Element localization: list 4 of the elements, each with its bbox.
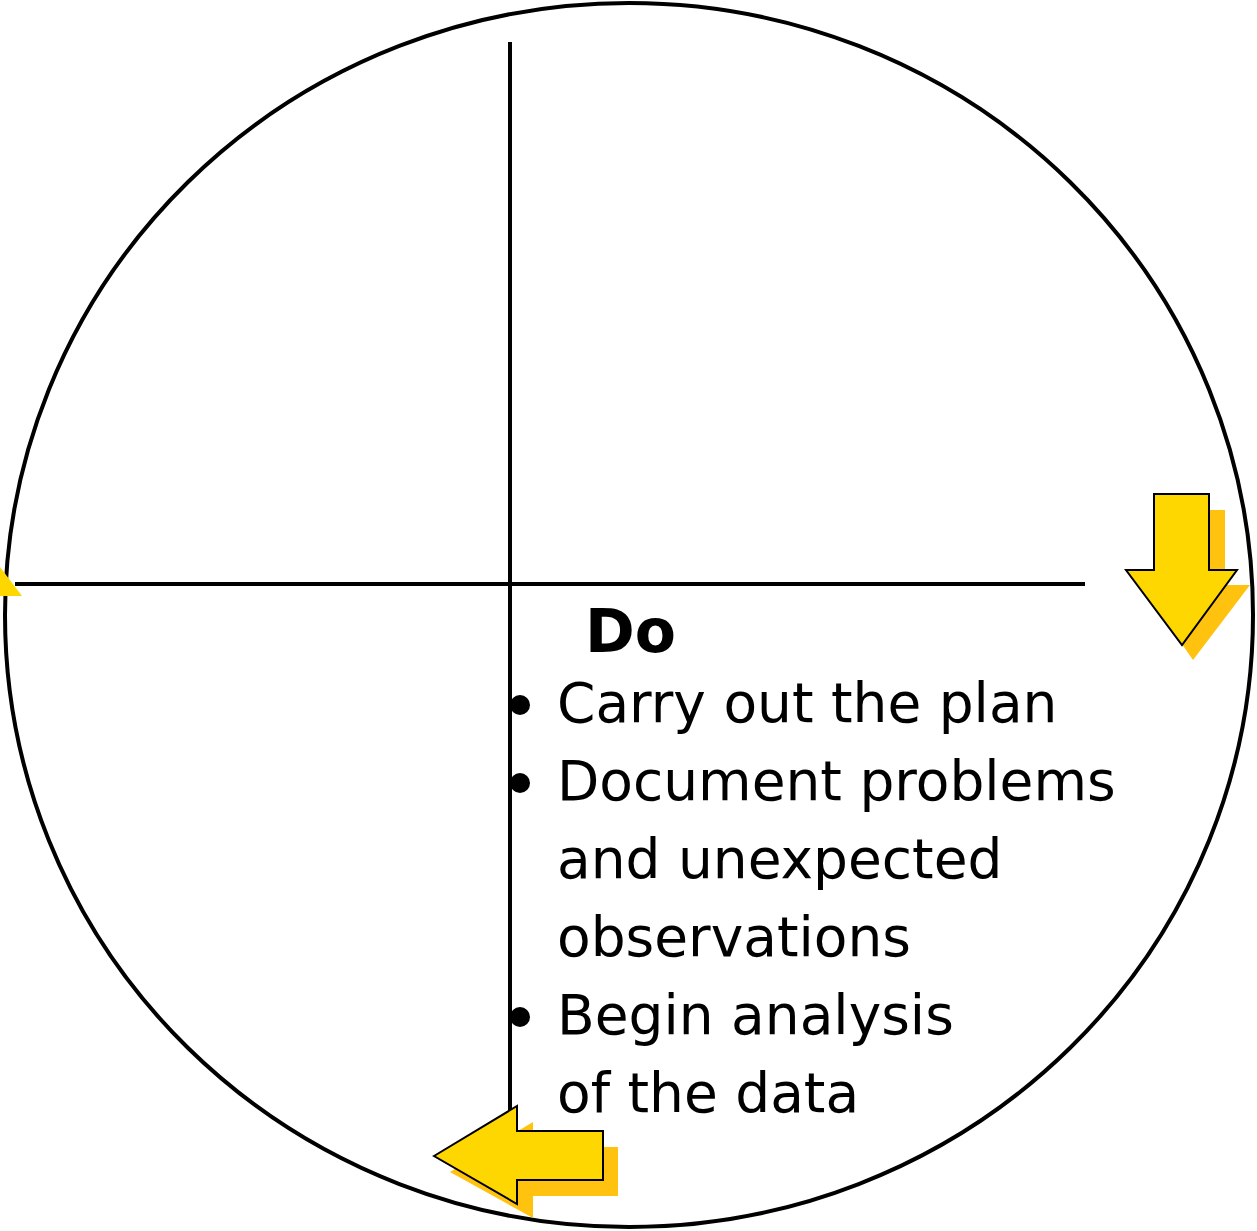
bullet-item: Document problems and unexpected observations (505, 742, 1157, 976)
bullet-item: Begin analysis of the data (505, 976, 1017, 1132)
quadrant-heading: Do (585, 598, 677, 664)
bullet-item: Carry out the plan (505, 664, 1157, 742)
